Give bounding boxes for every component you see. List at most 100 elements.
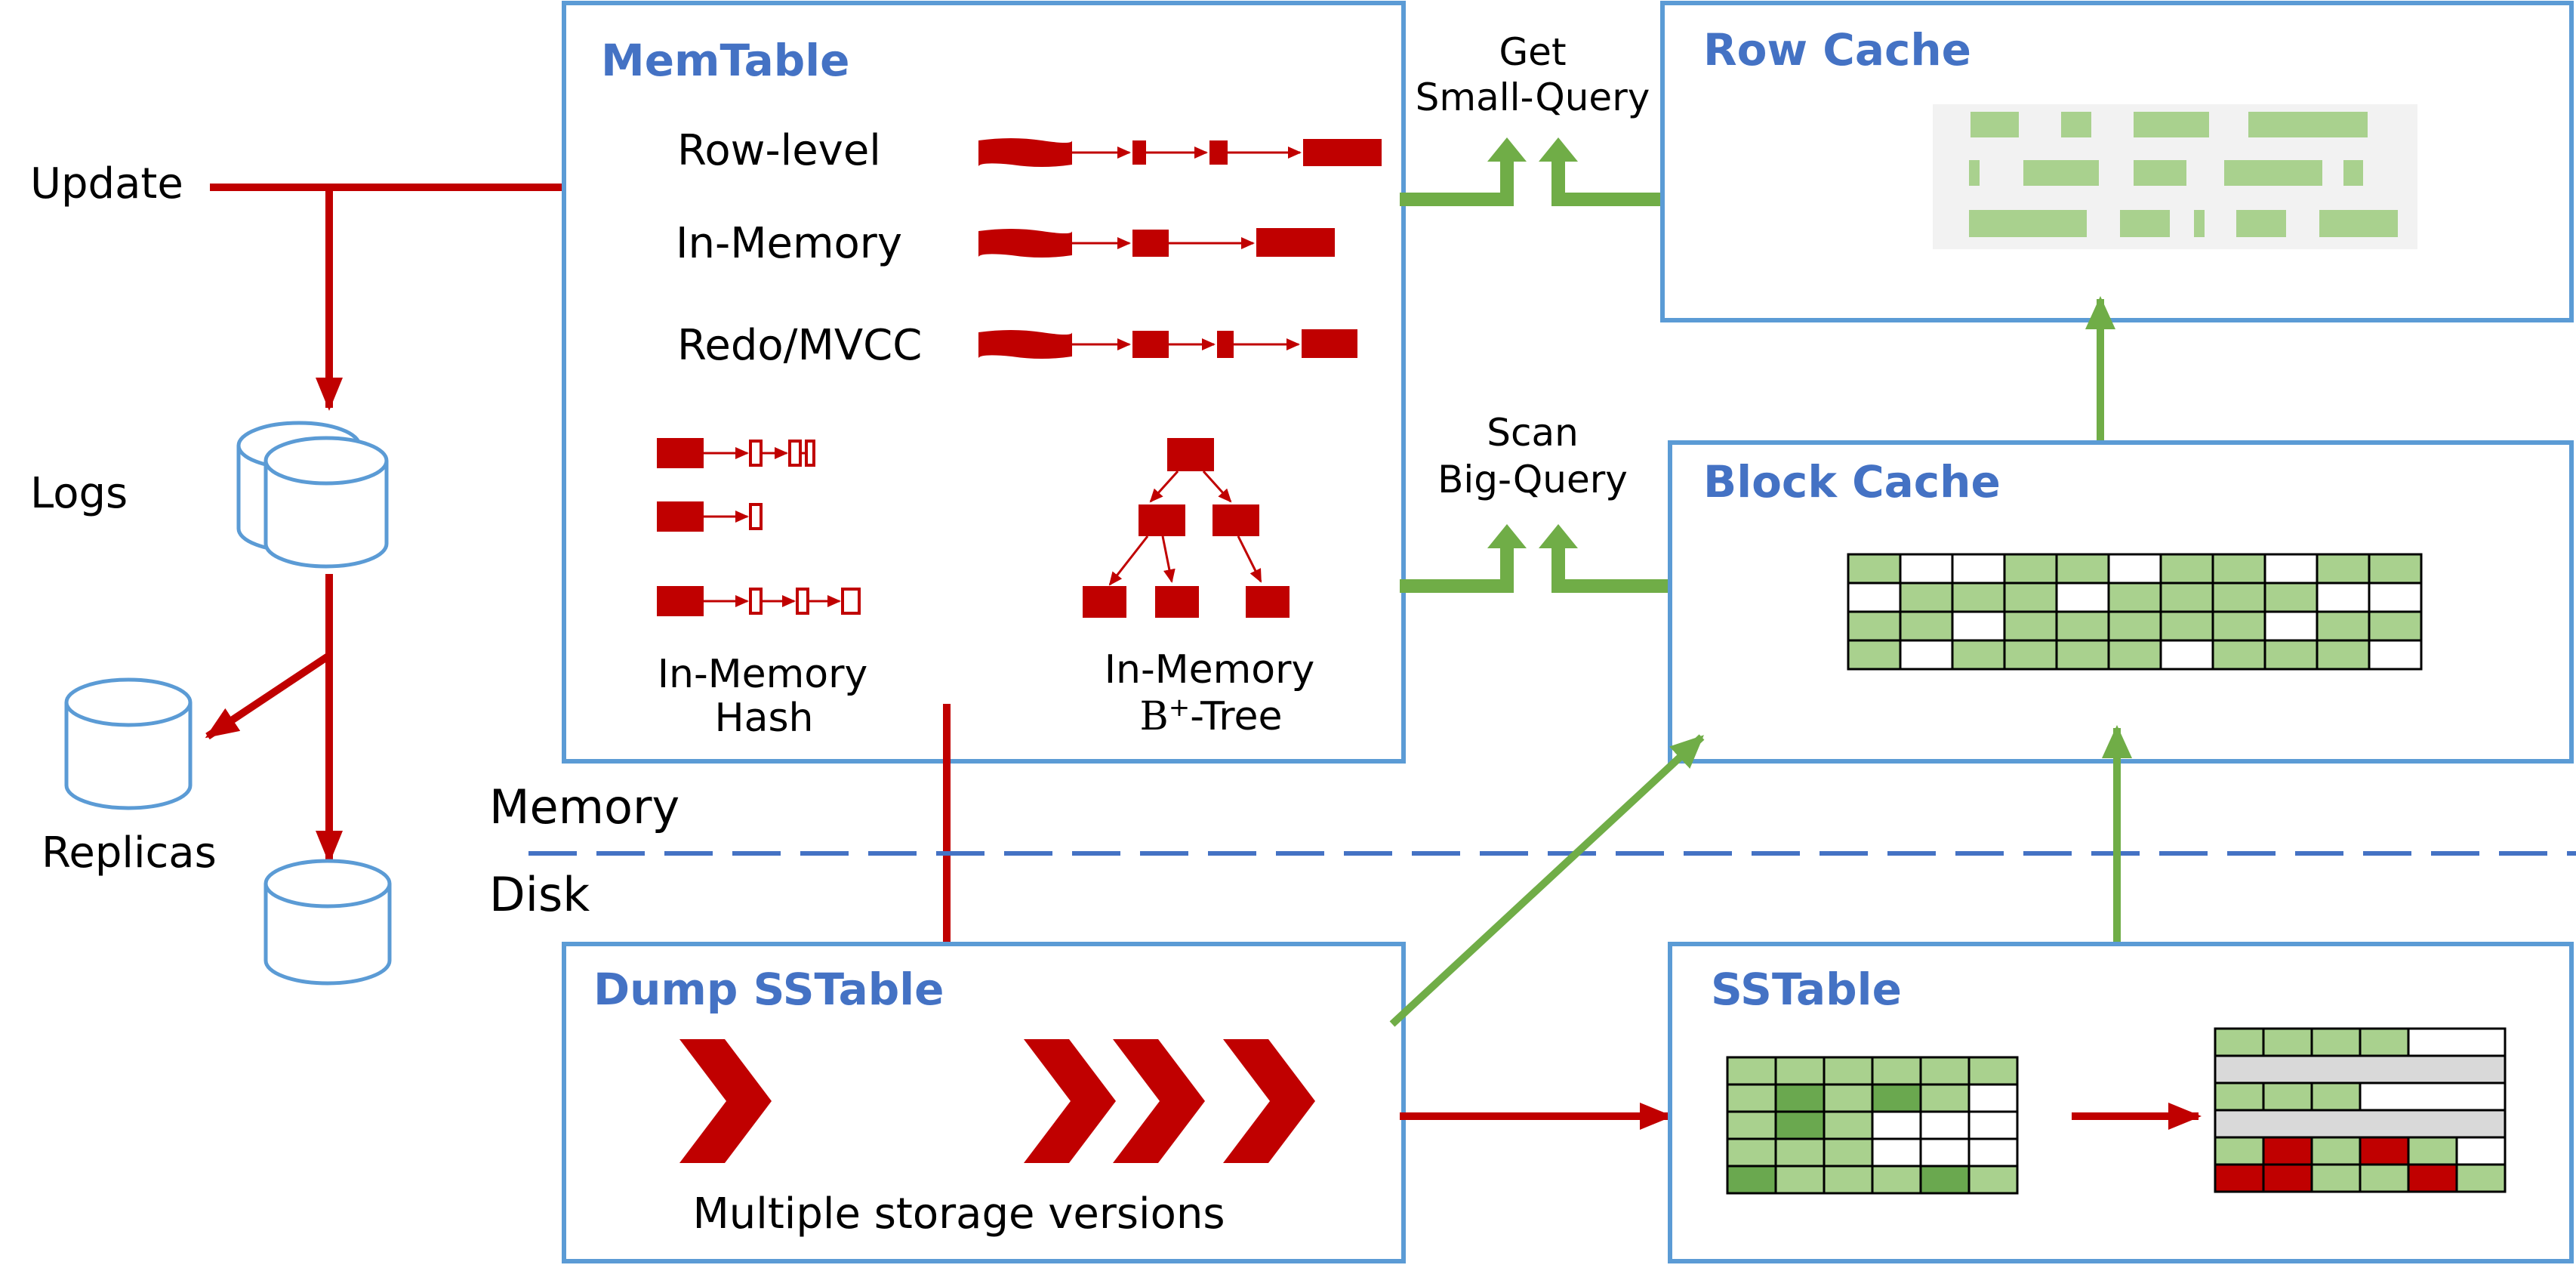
sstable-cell	[1774, 1137, 1826, 1168]
row-cache-title: Row Cache	[1703, 24, 1971, 76]
block-cache-cell	[2055, 639, 2110, 671]
sstable-cell	[1871, 1056, 1922, 1086]
sstable-cell	[2262, 1136, 2313, 1166]
sstable-cell	[1919, 1056, 1971, 1086]
sstable-cell	[1967, 1110, 2019, 1140]
scan-connector	[1400, 545, 1672, 593]
block-cache-cell	[1847, 553, 1902, 585]
sstable-cell	[2214, 1081, 2265, 1112]
row-cache-entries	[1933, 104, 2417, 249]
block-cache-cell	[2316, 610, 2371, 642]
in-memory-hash-label-line1: In-Memory	[658, 652, 868, 697]
block-cache-cell	[2211, 553, 2266, 585]
dump-sstable-title: Dump SSTable	[593, 964, 944, 1015]
get-label: Get	[1499, 30, 1566, 74]
sstable-cell	[2407, 1136, 2458, 1166]
block-cache-cell	[2107, 553, 2162, 585]
sstable-cell	[2407, 1163, 2458, 1193]
in-memory-btree-label-line2: B+-Tree	[1139, 693, 1282, 739]
sstable-cell	[2407, 1027, 2507, 1057]
sstable-cell	[1967, 1083, 2019, 1113]
sstable-cell	[2359, 1081, 2507, 1112]
logs-database-icon	[236, 421, 389, 569]
in-memory-chain-icon	[978, 228, 1335, 258]
chevron-3-icon	[1113, 1039, 1205, 1163]
redo-mvcc-chain-icon	[978, 329, 1357, 359]
memtable-row-level-label: Row-level	[677, 126, 881, 175]
block-cache-cell	[2107, 639, 2162, 671]
block-cache-cell	[2211, 639, 2266, 671]
sstable-cell	[2359, 1027, 2410, 1057]
memtable-title: MemTable	[601, 35, 849, 86]
replica-1-database-icon	[64, 677, 193, 810]
block-cache-grid	[1847, 553, 2423, 671]
sstable-cell	[2262, 1081, 2313, 1112]
sstable-cell	[1726, 1137, 1777, 1168]
get-arrowhead-left	[1487, 137, 1527, 162]
sstable-cell	[1967, 1056, 2019, 1086]
block-cache-cell	[2159, 553, 2214, 585]
sstable-cell	[1726, 1083, 1777, 1113]
sstable-cell	[1774, 1110, 1826, 1140]
row-level-chain-icon	[978, 138, 1382, 167]
in-memory-btree-icon	[1083, 438, 1290, 618]
sstable-cell	[1967, 1165, 2019, 1195]
scan-label: Scan	[1487, 411, 1579, 455]
block-cache-cell	[2055, 553, 2110, 585]
sstable-cell	[2214, 1054, 2507, 1084]
sstable-cell	[1823, 1137, 1874, 1168]
block-cache-cell	[2368, 639, 2423, 671]
block-cache-cell	[2159, 610, 2214, 642]
scan-arrowhead-left	[1487, 524, 1527, 548]
block-cache-cell	[1847, 610, 1902, 642]
sstable-cell	[2262, 1027, 2313, 1057]
block-cache-cell	[2368, 553, 2423, 585]
sstable-cell	[2262, 1163, 2313, 1193]
block-cache-cell	[1951, 639, 2006, 671]
sstable-cell	[2214, 1027, 2265, 1057]
sstable-cell	[1774, 1165, 1826, 1195]
block-cache-cell	[2263, 610, 2319, 642]
block-cache-cell	[2107, 610, 2162, 642]
version-chevrons	[679, 1039, 1315, 1163]
sstable-cell	[1823, 1056, 1874, 1086]
block-cache-cell	[1899, 582, 1954, 613]
sstable-cell	[2310, 1081, 2362, 1112]
block-cache-title: Block Cache	[1703, 456, 2001, 508]
sstable-cell	[2310, 1163, 2362, 1193]
memtable-redo-mvcc-label: Redo/MVCC	[677, 321, 922, 370]
block-cache-cell	[1899, 610, 1954, 642]
sstable-cell	[1871, 1110, 1922, 1140]
sstable-cell	[1919, 1110, 1971, 1140]
logs-to-replica-1-arrow	[205, 652, 331, 740]
chevron-1-icon	[679, 1039, 772, 1163]
block-cache-cell	[2107, 582, 2162, 613]
sstable-cell	[1871, 1137, 1922, 1168]
sstable-cell	[1774, 1083, 1826, 1113]
get-arrowhead-right	[1539, 137, 1578, 162]
block-cache-cell	[2159, 639, 2214, 671]
memtable-box	[562, 1, 1406, 764]
block-cache-cell	[2003, 639, 2058, 671]
block-cache-cell	[1951, 553, 2006, 585]
dump-to-block-cache-arrow	[1389, 734, 1705, 1027]
replicas-label: Replicas	[42, 828, 217, 878]
block-cache-cell	[1899, 639, 1954, 671]
memory-label: Memory	[489, 779, 679, 835]
block-cache-cell	[2368, 610, 2423, 642]
sstable-title: SSTable	[1711, 964, 1902, 1015]
in-memory-hash-label-line2: Hash	[714, 696, 813, 741]
block-cache-cell	[2316, 553, 2371, 585]
logs-label: Logs	[30, 469, 128, 518]
sstable-cell	[2214, 1109, 2507, 1139]
sstable-cell	[1871, 1165, 1922, 1195]
chevron-4-icon	[1223, 1039, 1315, 1163]
sstable-cell	[2359, 1163, 2410, 1193]
block-cache-cell	[1847, 639, 1902, 671]
sstable-cell	[2310, 1027, 2362, 1057]
block-cache-cell	[2159, 582, 2214, 613]
sstable-cell	[1726, 1110, 1777, 1140]
sstable-grid-after	[2214, 1027, 2507, 1193]
block-cache-cell	[2263, 582, 2319, 613]
block-cache-cell	[2003, 582, 2058, 613]
